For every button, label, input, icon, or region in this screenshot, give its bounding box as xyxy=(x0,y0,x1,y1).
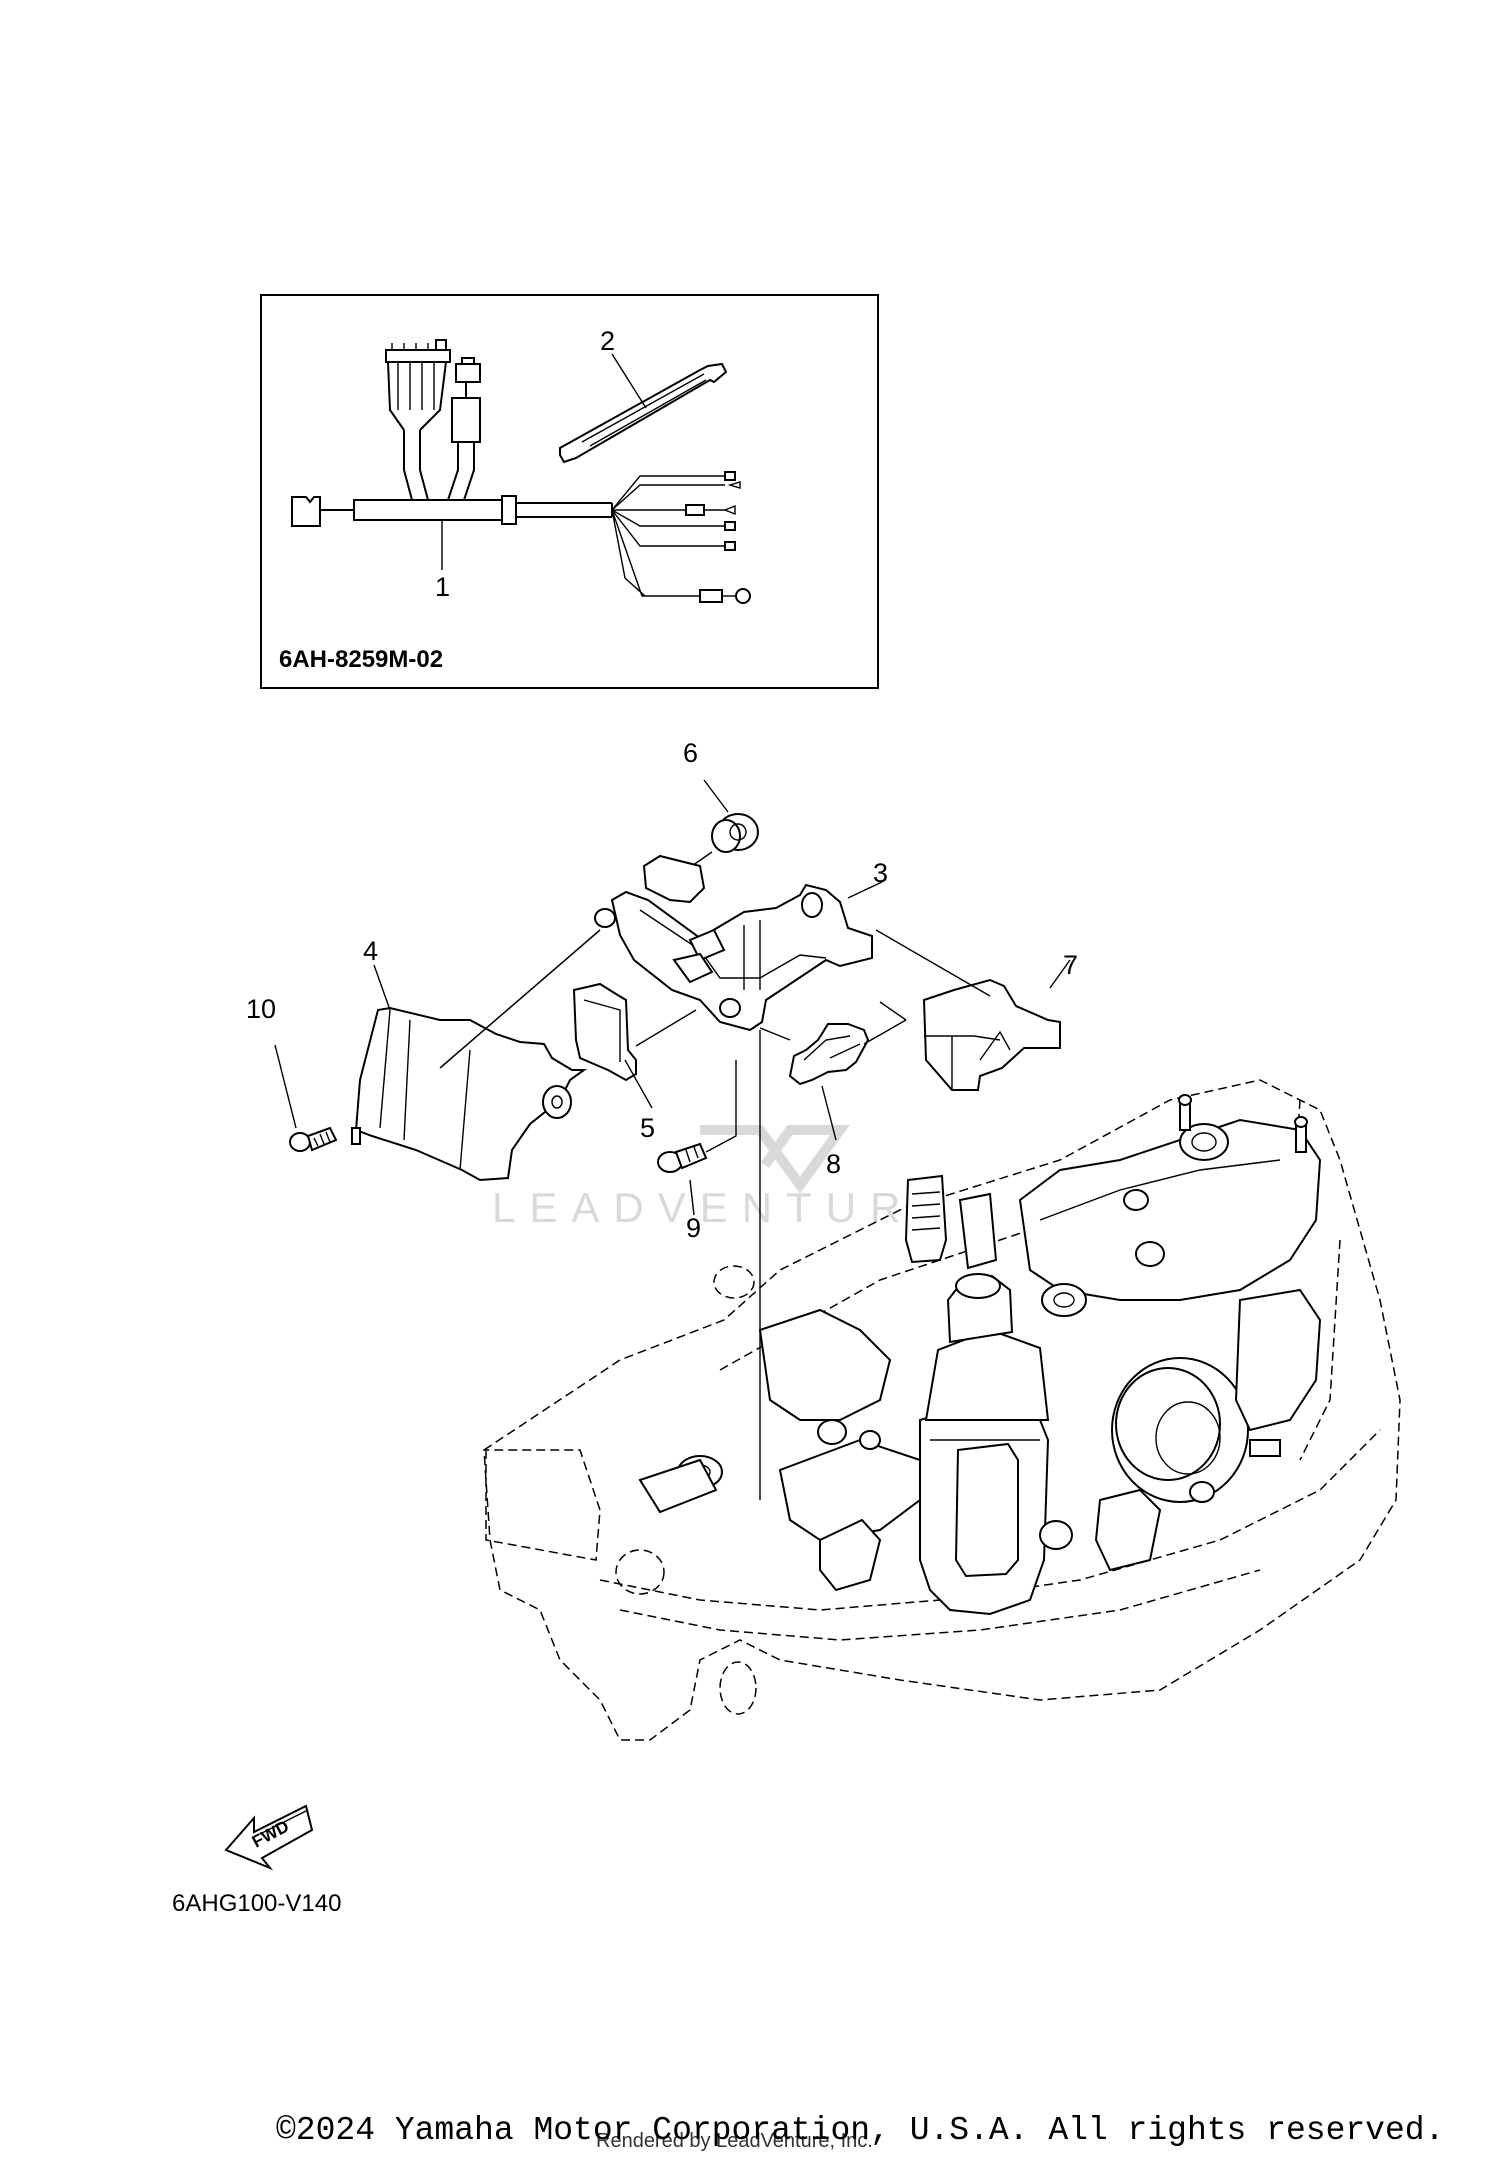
callout-10: 10 xyxy=(246,994,276,1024)
callout-6: 6 xyxy=(683,738,698,768)
callout-5: 5 xyxy=(640,1113,655,1143)
diagram-code: 6AHG100-V140 xyxy=(172,1890,341,1917)
fwd-arrow-icon: FWD xyxy=(224,1804,314,1871)
cover-part[interactable] xyxy=(354,1006,588,1182)
callout-7: 7 xyxy=(1063,950,1078,980)
clip-part[interactable] xyxy=(788,1023,870,1086)
callout-2: 2 xyxy=(600,326,615,356)
cap-part[interactable] xyxy=(922,978,1061,1091)
callout-8: 8 xyxy=(826,1149,841,1179)
wire-harness-part[interactable] xyxy=(291,339,751,604)
screw-part-10[interactable] xyxy=(289,1126,361,1152)
cable-tie-part[interactable] xyxy=(559,362,728,464)
callout-4: 4 xyxy=(363,936,378,966)
leader-line xyxy=(611,353,647,409)
callout-3: 3 xyxy=(873,858,888,888)
grommet-part[interactable] xyxy=(711,813,759,853)
inset-box xyxy=(260,294,879,689)
callout-1: 1 xyxy=(435,572,450,602)
callout-9: 9 xyxy=(686,1213,701,1243)
inset-part-code: 6AH-8259M-02 xyxy=(279,646,443,673)
watermark-text: LEADVENTURE xyxy=(492,1184,956,1231)
engine-assembly xyxy=(483,1079,1401,1741)
copyright-notice: ©2024 Yamaha Motor Corporation, U.S.A. A… xyxy=(276,2112,1445,2149)
plate-part[interactable] xyxy=(572,982,637,1082)
rendered-by-credit: Rendered by LeadVenture, Inc. xyxy=(596,2130,873,2152)
bolt-part[interactable] xyxy=(657,1142,708,1173)
watermark-logo: LEADVENTURE xyxy=(492,1125,956,1231)
bracket-part[interactable] xyxy=(594,854,873,1032)
